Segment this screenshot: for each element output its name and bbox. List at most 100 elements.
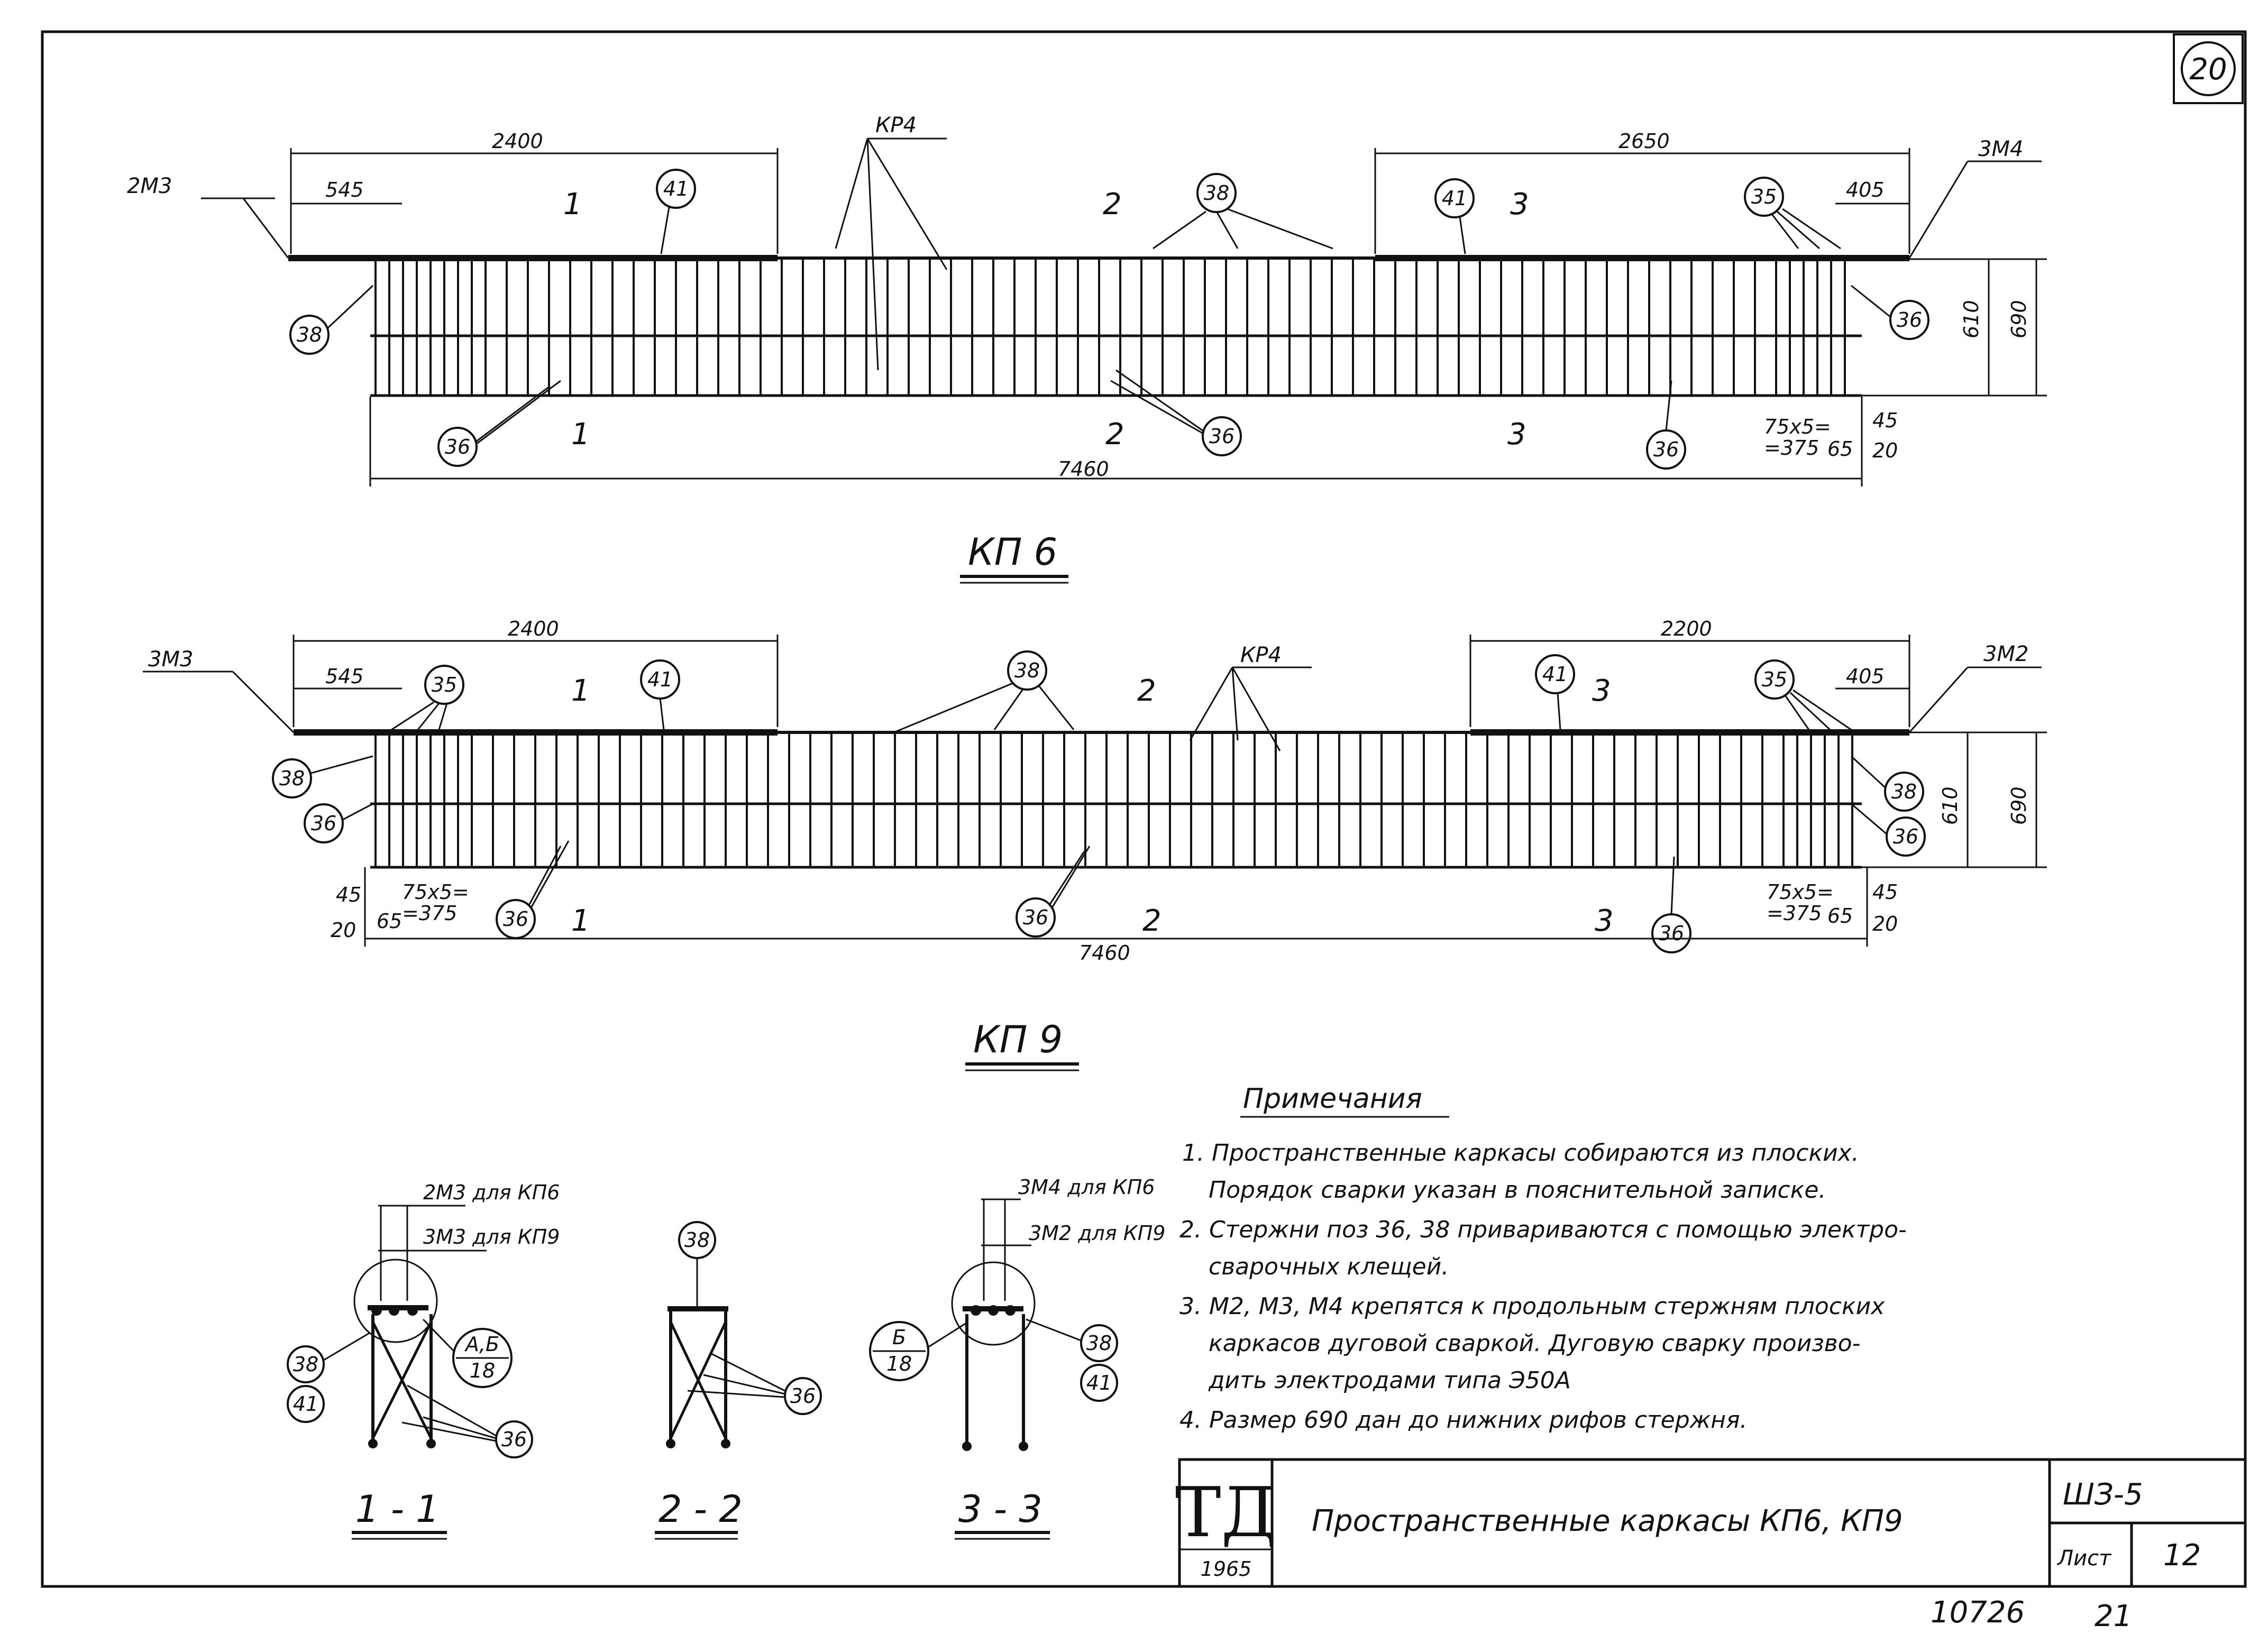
svg-text:35: 35 xyxy=(432,673,457,696)
section-3-3: 3М4 для КП6 3М2 для КП9 Б 18 38 41 3 - 3 xyxy=(869,1176,1165,1540)
kp9-gap1-left: 65 xyxy=(377,910,402,933)
kp9-sec-3-bot: 3 xyxy=(1595,904,1614,938)
note-line-8: 4. Размер 690 дан до нижних рифов стержн… xyxy=(1179,1407,1748,1434)
sec1-title: 1 - 1 xyxy=(355,1488,440,1531)
kp6-transverse-bars xyxy=(374,258,1846,396)
note-line-1: 1. Пространственные каркасы собираются и… xyxy=(1182,1140,1859,1167)
kp9-pos-35a: 35 xyxy=(424,665,464,705)
note-line-6: каркасов дуговой сваркой. Дуговую сварку… xyxy=(1209,1330,1860,1357)
kp6-left-mark: 2М3 xyxy=(127,174,172,198)
note-line-5: 3. М2, М3, М4 крепятся к продольным стер… xyxy=(1179,1293,1885,1320)
kp6-pos-36d: 36 xyxy=(1646,429,1686,470)
kp9-right-len: 2200 xyxy=(1661,617,1712,640)
svg-text:35: 35 xyxy=(1751,185,1777,208)
kp6-total-len: 7460 xyxy=(1058,457,1109,481)
stamp-logo: ТД xyxy=(1175,1472,1277,1553)
kp9-pos-38b: 38 xyxy=(272,758,312,798)
sec3-mark2: 3М2 для КП9 xyxy=(1029,1222,1165,1245)
svg-text:36: 36 xyxy=(1659,922,1684,945)
kp9-total-len: 7460 xyxy=(1079,941,1130,965)
sec3-title: 3 - 3 xyxy=(958,1488,1042,1531)
kp9-gap3-left: 20 xyxy=(331,919,356,942)
svg-text:36: 36 xyxy=(503,907,528,931)
title-stamp: ТД 1965 Пространственные каркасы КП6, КП… xyxy=(1175,1458,2247,1588)
sec2-pos-36: 36 xyxy=(784,1377,822,1415)
stamp-title: Пространственные каркасы КП6, КП9 xyxy=(1312,1504,1903,1538)
svg-text:41: 41 xyxy=(1542,663,1568,686)
stamp-sheet-label: Лист xyxy=(2056,1546,2112,1571)
kp6-pos-38b: 38 xyxy=(289,315,330,355)
svg-text:38: 38 xyxy=(684,1228,710,1252)
notes-block: Примечания 1. Пространственные каркасы с… xyxy=(1179,1083,1907,1434)
kp9-pos-36e: 36 xyxy=(1651,913,1691,953)
kp9-sec-1-top: 1 xyxy=(571,674,590,708)
notes-heading: Примечания xyxy=(1243,1083,1422,1115)
section-1-1: 2М3 для КП6 3М3 для КП9 38 41 36 А,Б 18 … xyxy=(287,1181,560,1540)
kp6-right-offset: 405 xyxy=(1846,178,1885,201)
svg-text:18: 18 xyxy=(470,1359,495,1382)
kp9-pos-38c: 38 xyxy=(1884,772,1924,812)
kp6-gap3: 20 xyxy=(1872,439,1898,462)
sheet-border xyxy=(41,30,2247,1588)
svg-text:38: 38 xyxy=(1086,1332,1112,1355)
kp9-pos-41b: 41 xyxy=(1535,654,1575,694)
note-line-7: дить электродами типа Э50А xyxy=(1208,1367,1571,1394)
sheet-number-circle xyxy=(2181,41,2236,96)
kp9-pos-36b: 36 xyxy=(1886,816,1926,857)
kp6-sec-2-bot: 2 xyxy=(1105,417,1124,452)
kp6-pos-41b: 41 xyxy=(1434,178,1475,218)
kp9-sec-3-top: 3 xyxy=(1592,674,1611,708)
kp9-right-mark: 3М2 xyxy=(1983,642,2028,666)
footer-right-number: 21 xyxy=(2095,1599,2132,1633)
svg-text:36: 36 xyxy=(1653,438,1679,461)
kp9-step2-right: =375 xyxy=(1767,902,1822,925)
kp9-gap1-right: 65 xyxy=(1827,904,1853,928)
stamp-sheet-value: 12 xyxy=(2163,1538,2201,1573)
kp6-title: КП 6 xyxy=(968,530,1057,574)
sec3-mark1: 3М4 для КП6 xyxy=(1018,1176,1155,1199)
sec3-pos-41: 41 xyxy=(1080,1364,1118,1402)
svg-text:36: 36 xyxy=(311,812,336,835)
kp6-gap1: 65 xyxy=(1827,437,1853,461)
kp6-pos-36b: 36 xyxy=(437,427,478,467)
svg-text:35: 35 xyxy=(1762,668,1787,691)
kp9-left-len: 2400 xyxy=(508,617,559,640)
svg-text:38: 38 xyxy=(1204,181,1229,205)
kp9-gap2-right: 45 xyxy=(1872,880,1898,904)
kp9-step2-left: =375 xyxy=(402,902,457,925)
kp9-height-inner: 610 xyxy=(1938,786,1962,825)
kp9-pos-36d: 36 xyxy=(1016,897,1056,938)
sec1-pos-41: 41 xyxy=(287,1385,325,1423)
note-line-3: 2. Стержни поз 36, 38 привариваются с по… xyxy=(1179,1216,1907,1243)
svg-text:41: 41 xyxy=(1086,1371,1112,1394)
kp9-pos-36a: 36 xyxy=(304,803,344,843)
kp9-pos-36c: 36 xyxy=(496,899,536,939)
sec2-title: 2 - 2 xyxy=(659,1488,743,1531)
svg-text:41: 41 xyxy=(647,668,673,691)
svg-text:38: 38 xyxy=(1891,780,1917,803)
svg-text:36: 36 xyxy=(501,1428,527,1451)
kp9-left-offset: 545 xyxy=(325,665,364,688)
svg-text:38: 38 xyxy=(279,767,305,790)
kp9-frame-label: КР4 xyxy=(1240,643,1282,667)
stamp-year: 1965 xyxy=(1201,1557,1252,1581)
svg-text:Б: Б xyxy=(892,1326,906,1349)
kp9-height-outer: 690 xyxy=(2007,786,2031,825)
kp6-left-len: 2400 xyxy=(492,130,543,153)
kp9-right-offset: 405 xyxy=(1846,665,1885,688)
kp9-pos-35b: 35 xyxy=(1754,659,1795,700)
kp6-sec-3-bot: 3 xyxy=(1507,417,1526,452)
kp6-pos-36c: 36 xyxy=(1202,416,1242,456)
kp9-gap2-left: 45 xyxy=(336,883,361,906)
sec1-pos-36: 36 xyxy=(495,1420,533,1458)
note-line-2: Порядок сварки указан в пояснительной за… xyxy=(1209,1177,1826,1204)
stamp-code: ШЗ-5 xyxy=(2063,1477,2143,1512)
sheet-number-box xyxy=(2173,33,2244,104)
kp9-step-left: 75x5= xyxy=(402,880,469,904)
section-2-2: 38 36 2 - 2 xyxy=(655,1221,822,1540)
svg-text:36: 36 xyxy=(1023,906,1048,929)
sec2-pos-38: 38 xyxy=(678,1221,716,1259)
kp9-left-mark: 3М3 xyxy=(148,647,193,672)
kp9-transverse-bars xyxy=(374,732,1853,867)
